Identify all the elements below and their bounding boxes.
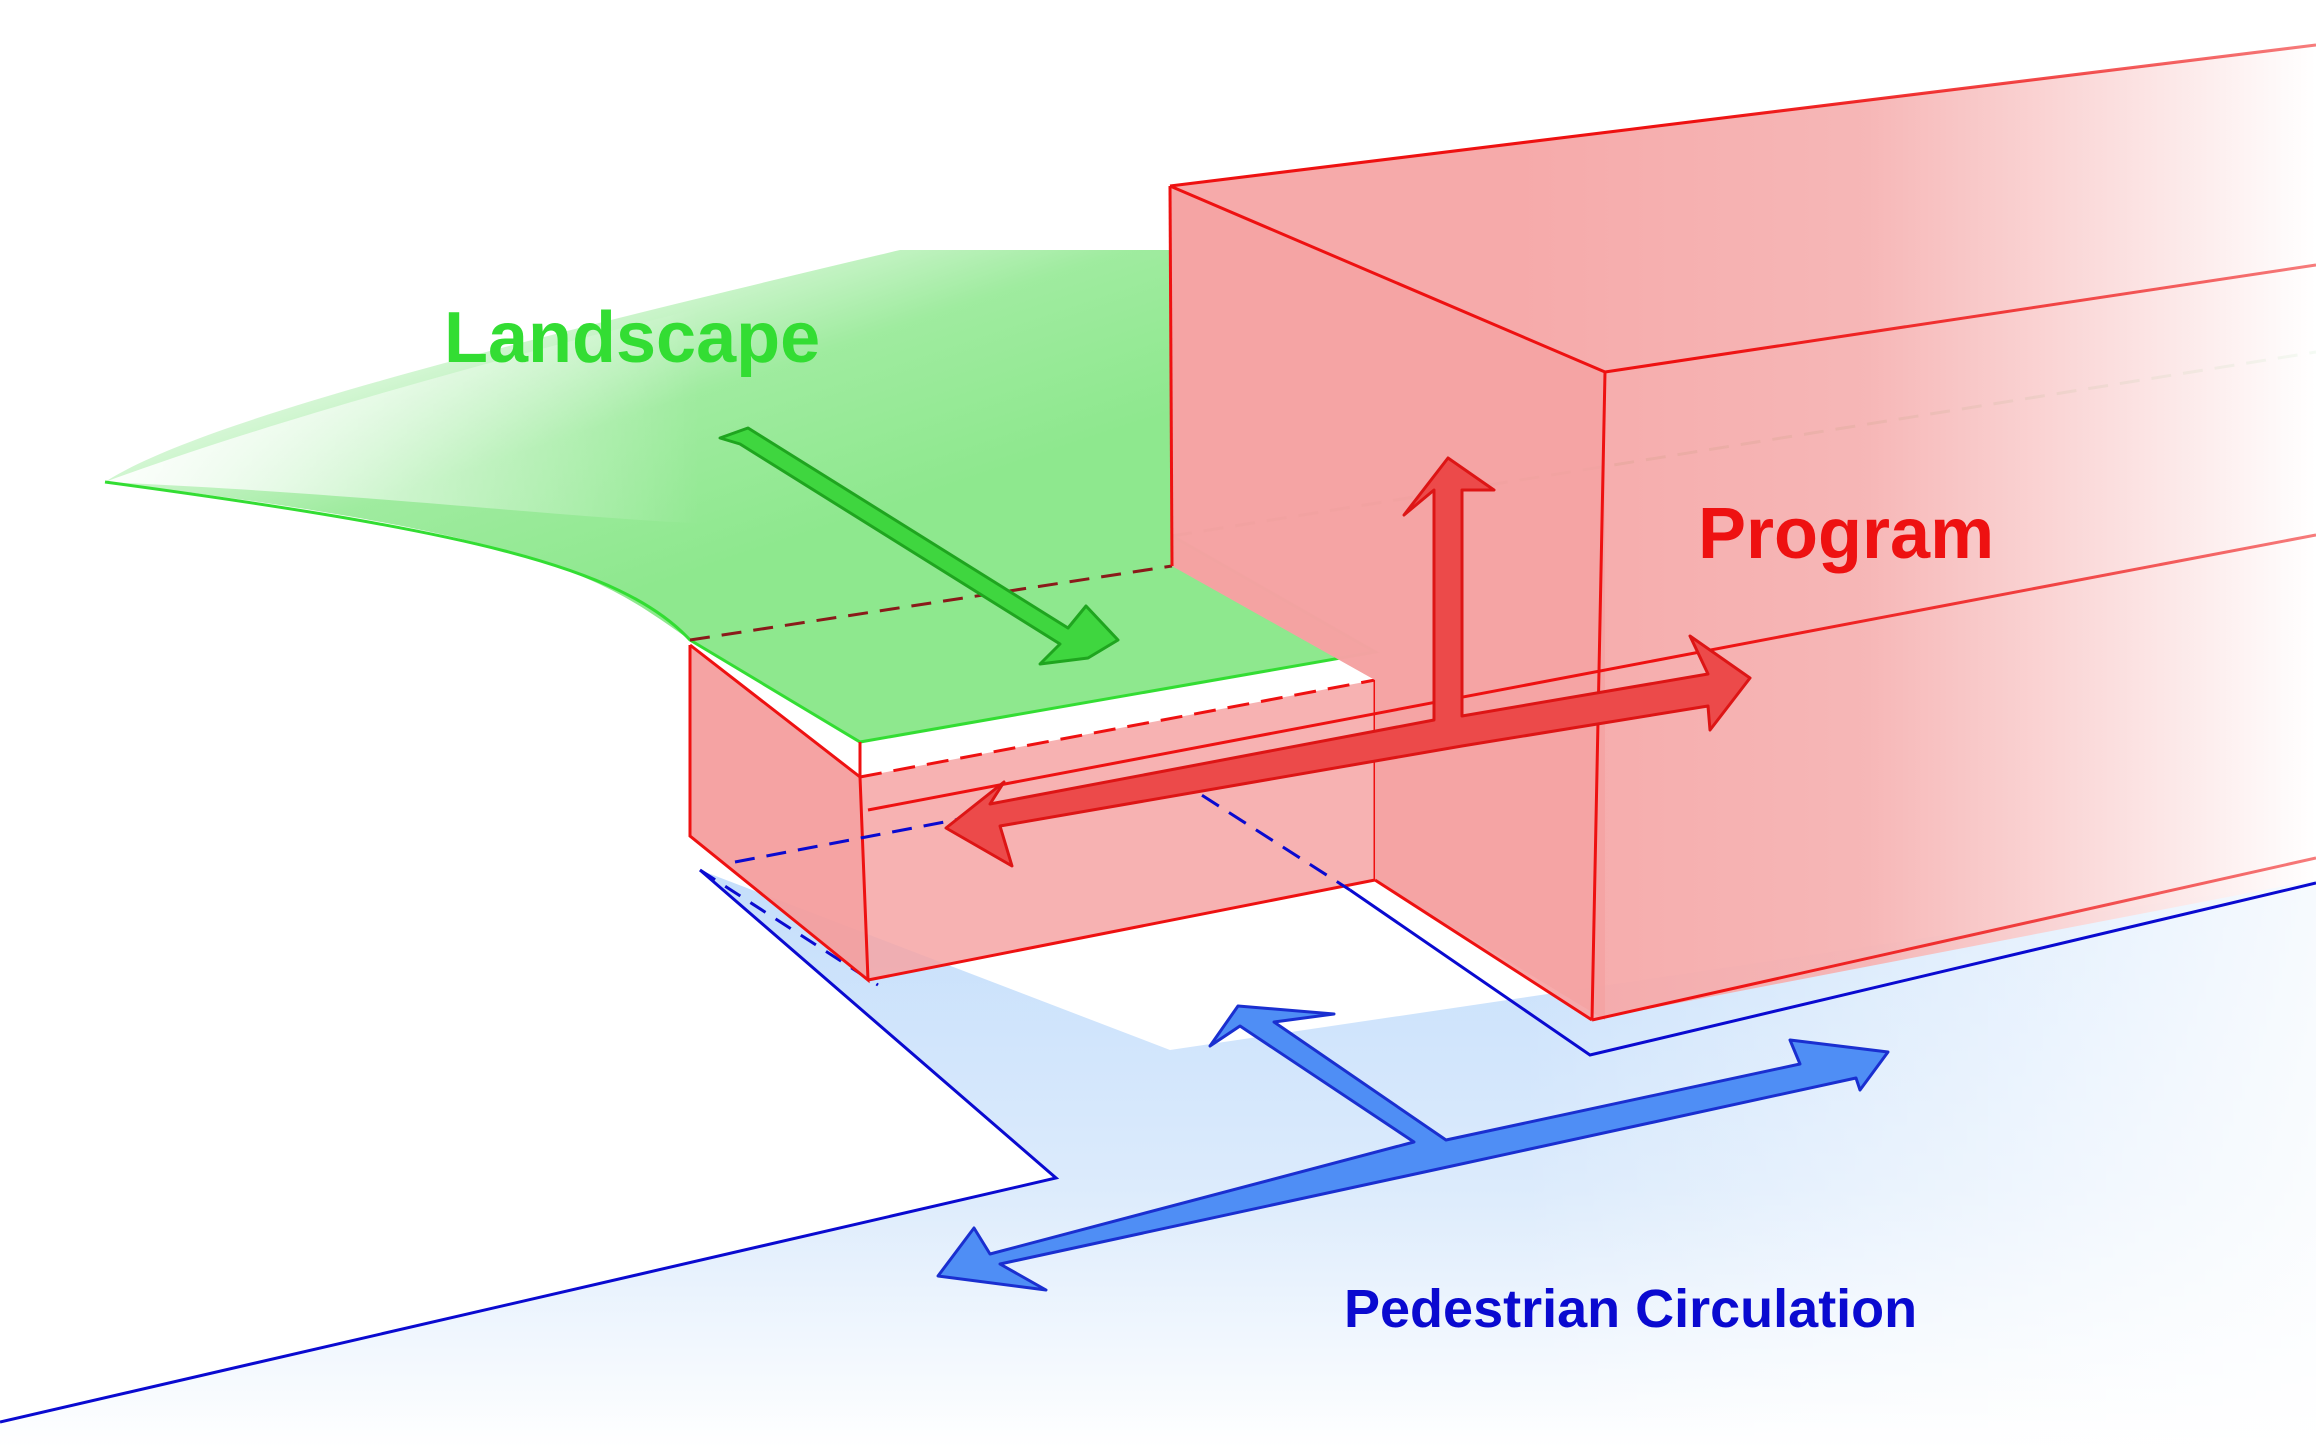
landscape-surface [104, 250, 2316, 744]
program-label: Program [1698, 494, 1995, 574]
pedestrian-circulation-label: Pedestrian Circulation [1344, 1279, 1918, 1339]
landscape-label: Landscape [444, 298, 821, 378]
footprint-dashes [734, 776, 1351, 892]
program-arrows-icon [944, 456, 1752, 868]
program-volume [867, 43, 2316, 1022]
landscape-arrow-icon [718, 426, 1120, 666]
ground-plane [0, 860, 2316, 1448]
pedestrian-arrows-icon [936, 1004, 1890, 1292]
